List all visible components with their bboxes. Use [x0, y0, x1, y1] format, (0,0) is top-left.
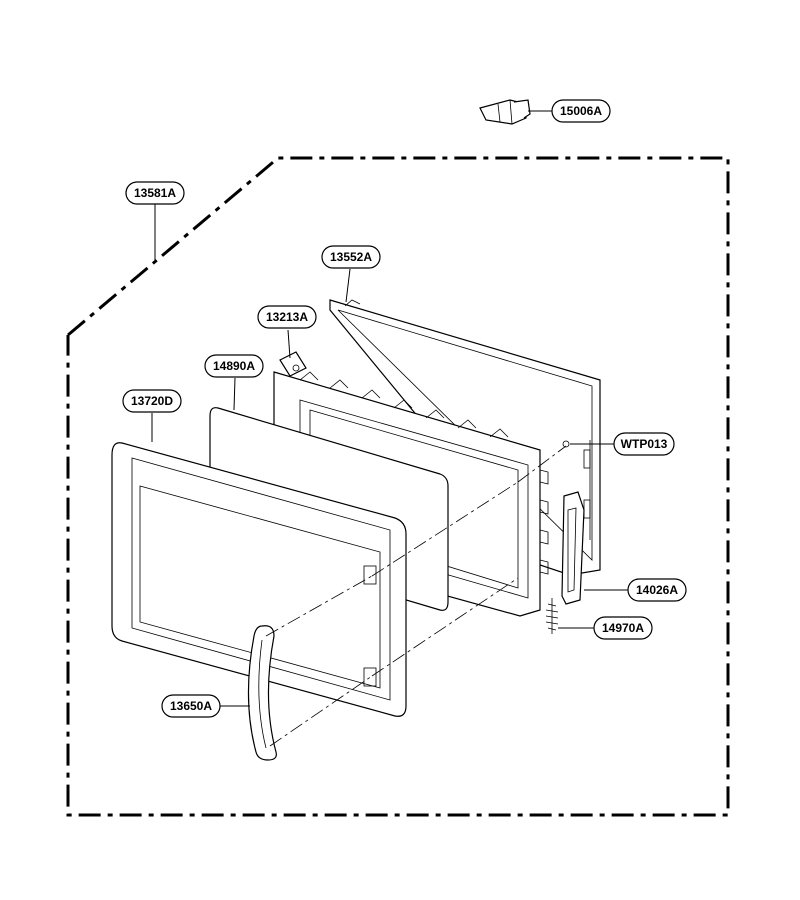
part-latch-bracket-14026A — [561, 491, 585, 605]
callout-15006A: 15006A — [551, 99, 611, 123]
leader-lines — [151, 110, 628, 707]
svg-text:13720D: 13720D — [131, 394, 173, 408]
callout-14890A: 14890A — [204, 354, 264, 378]
svg-text:14970A: 14970A — [602, 621, 644, 635]
callout-13552A: 13552A — [321, 245, 381, 269]
callout-14970A: 14970A — [593, 616, 653, 640]
svg-text:14026A: 14026A — [636, 583, 678, 597]
callout-14026A: 14026A — [627, 578, 687, 602]
callout-13581A: 13581A — [125, 181, 185, 205]
svg-text:13581A: 13581A — [134, 186, 176, 200]
part-door-handle-13650A — [247, 625, 277, 761]
part-latch-15006A — [479, 99, 531, 125]
callout-WTP013: WTP013 — [613, 432, 675, 456]
svg-text:14890A: 14890A — [213, 359, 255, 373]
part-screw-WTP013 — [562, 440, 570, 448]
part-spring-14970A — [545, 598, 559, 634]
part-door-front-13720D — [111, 442, 407, 717]
callout-13720D: 13720D — [122, 389, 182, 413]
callout-13650A: 13650A — [161, 694, 221, 718]
svg-text:15006A: 15006A — [560, 104, 602, 118]
assembly-boundary — [66, 156, 730, 817]
alignment-lines — [265, 445, 567, 747]
svg-text:13650A: 13650A — [170, 699, 212, 713]
svg-text:WTP013: WTP013 — [621, 437, 668, 451]
svg-text:13552A: 13552A — [330, 250, 372, 264]
callout-13213A: 13213A — [257, 305, 317, 329]
svg-text:13213A: 13213A — [266, 310, 308, 324]
